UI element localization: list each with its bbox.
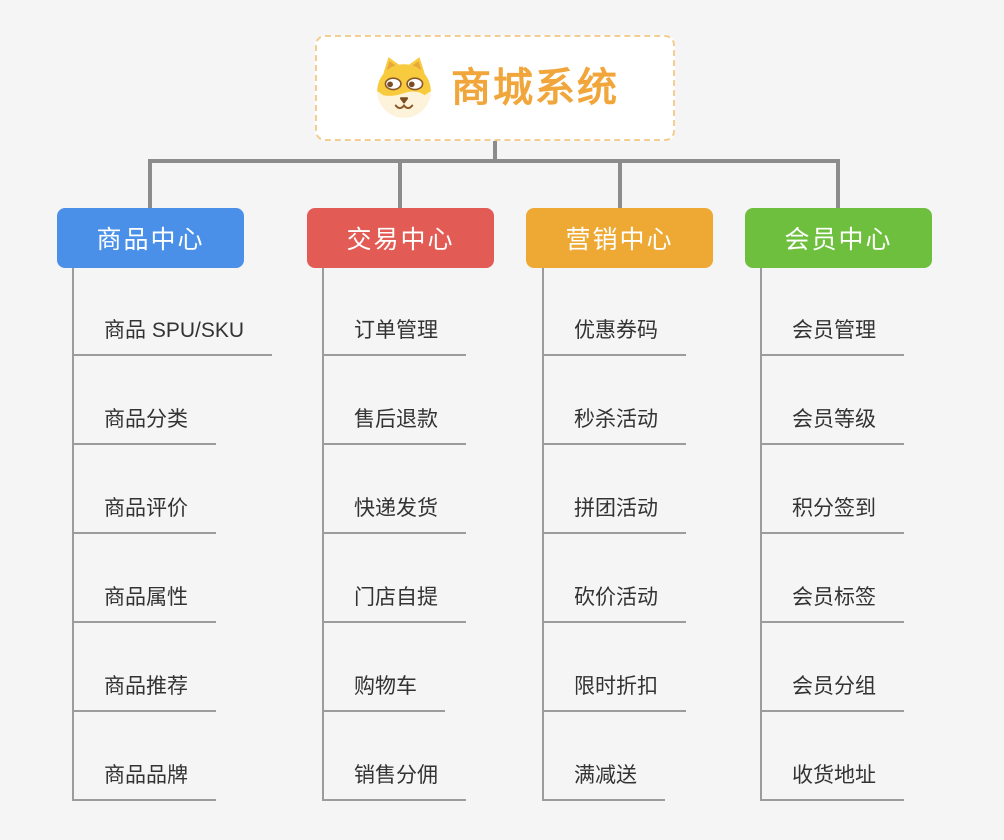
root-node[interactable]: 商城系统 bbox=[315, 35, 675, 141]
branch-children-marketing: 优惠券码 秒杀活动 拼团活动 砍价活动 限时折扣 满减送 bbox=[542, 268, 686, 801]
branch-label: 营销中心 bbox=[565, 226, 674, 254]
branch-label: 商品中心 bbox=[96, 226, 205, 254]
leaf-node-flash-sale[interactable]: 秒杀活动 bbox=[542, 409, 686, 445]
leaf-node-product-category[interactable]: 商品分类 bbox=[72, 409, 216, 445]
shiba-dog-icon bbox=[371, 55, 437, 121]
leaf-node-member-level[interactable]: 会员等级 bbox=[760, 409, 904, 445]
leaf-node-group-buy[interactable]: 拼团活动 bbox=[542, 498, 686, 534]
leaf-node-coupon-code[interactable]: 优惠券码 bbox=[542, 320, 686, 356]
leaf-node-full-reduction[interactable]: 满减送 bbox=[542, 765, 665, 801]
connector-rail bbox=[148, 159, 840, 163]
leaf-node-points-checkin[interactable]: 积分签到 bbox=[760, 498, 904, 534]
leaf-node-product-attribute[interactable]: 商品属性 bbox=[72, 587, 216, 623]
leaf-node-product-recommend[interactable]: 商品推荐 bbox=[72, 676, 216, 712]
branch-node-trade-center[interactable]: 交易中心 bbox=[307, 208, 494, 268]
branch-node-marketing-center[interactable]: 营销中心 bbox=[526, 208, 713, 268]
branch-label: 会员中心 bbox=[784, 226, 893, 254]
branch-children-member: 会员管理 会员等级 积分签到 会员标签 会员分组 收货地址 bbox=[760, 268, 904, 801]
leaf-node-express-delivery[interactable]: 快递发货 bbox=[322, 498, 466, 534]
branch-children-product: 商品 SPU/SKU 商品分类 商品评价 商品属性 商品推荐 商品品牌 bbox=[72, 268, 273, 801]
branch-children-trade: 订单管理 售后退款 快递发货 门店自提 购物车 销售分佣 bbox=[322, 268, 466, 801]
leaf-node-store-pickup[interactable]: 门店自提 bbox=[322, 587, 466, 623]
leaf-node-product-spu-sku[interactable]: 商品 SPU/SKU bbox=[72, 320, 273, 356]
connector-drop-trade bbox=[398, 159, 402, 208]
leaf-node-bargain-activity[interactable]: 砍价活动 bbox=[542, 587, 686, 623]
root-title: 商城系统 bbox=[451, 66, 619, 110]
branch-node-member-center[interactable]: 会员中心 bbox=[745, 208, 932, 268]
leaf-node-shopping-cart[interactable]: 购物车 bbox=[322, 676, 445, 712]
connector-drop-member bbox=[836, 159, 840, 208]
connector-root-stub bbox=[493, 140, 497, 161]
connector-drop-marketing bbox=[618, 159, 622, 208]
leaf-node-sales-commission[interactable]: 销售分佣 bbox=[322, 765, 466, 801]
leaf-node-product-review[interactable]: 商品评价 bbox=[72, 498, 216, 534]
leaf-node-member-management[interactable]: 会员管理 bbox=[760, 320, 904, 356]
leaf-node-member-group[interactable]: 会员分组 bbox=[760, 676, 904, 712]
leaf-node-member-tag[interactable]: 会员标签 bbox=[760, 587, 904, 623]
connector-drop-product bbox=[148, 159, 152, 208]
leaf-node-shipping-address[interactable]: 收货地址 bbox=[760, 765, 904, 801]
branch-node-product-center[interactable]: 商品中心 bbox=[57, 208, 244, 268]
leaf-node-product-brand[interactable]: 商品品牌 bbox=[72, 765, 216, 801]
leaf-node-limited-time-discount[interactable]: 限时折扣 bbox=[542, 676, 686, 712]
branch-label: 交易中心 bbox=[346, 226, 455, 254]
leaf-node-order-management[interactable]: 订单管理 bbox=[322, 320, 466, 356]
leaf-node-after-sale-refund[interactable]: 售后退款 bbox=[322, 409, 466, 445]
